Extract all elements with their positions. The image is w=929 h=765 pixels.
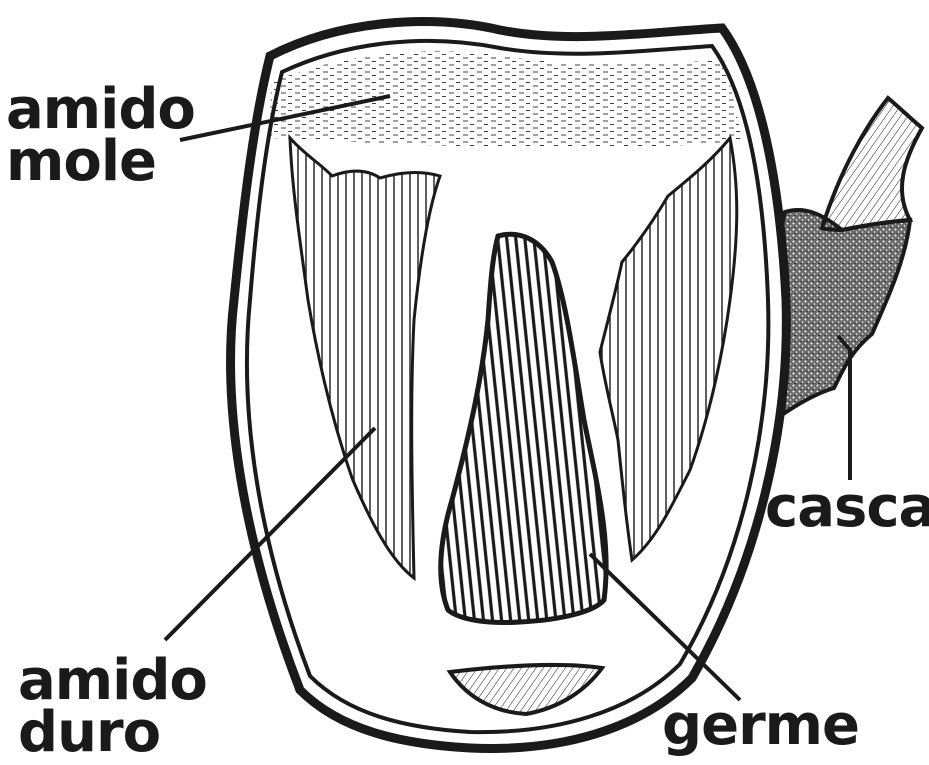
label-germe: germe xyxy=(662,700,859,752)
hull-flap-tip xyxy=(822,98,922,230)
label-amido-mole-line2: mole xyxy=(6,129,156,194)
soft-starch-region xyxy=(270,51,742,148)
label-amido-mole: amido mole xyxy=(6,84,195,188)
label-amido-duro-line2: duro xyxy=(18,700,160,765)
label-casca: casca xyxy=(765,482,929,534)
label-amido-duro: amido duro xyxy=(18,655,207,759)
